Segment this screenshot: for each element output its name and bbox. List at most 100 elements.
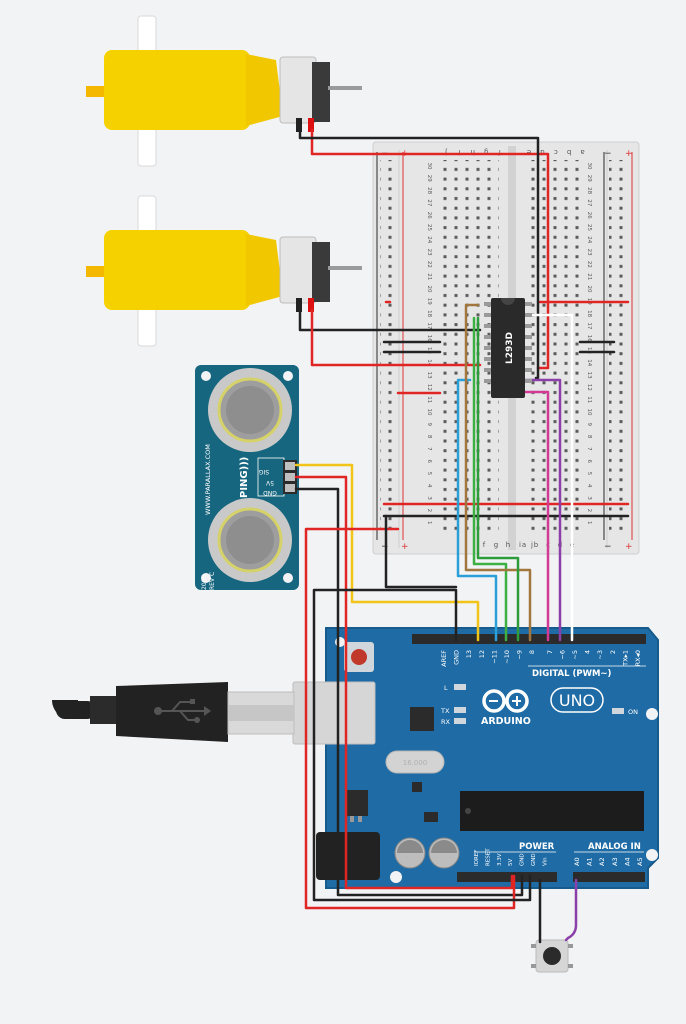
l293d-chip[interactable]: L293D [484, 298, 532, 398]
row-label-left-28: 28 [426, 187, 432, 194]
row-label-right-13: 13 [586, 372, 592, 379]
row-label-right-29: 29 [586, 175, 592, 182]
wire-motor2-red [310, 308, 482, 367]
led-on [612, 708, 624, 714]
col-label-bottom-g: g [494, 541, 498, 549]
row-label-left-12: 12 [426, 384, 432, 391]
digital-pin-label: 4 [584, 650, 592, 654]
led-label-tx: TX [440, 707, 450, 715]
row-label-right-3: 3 [586, 496, 592, 500]
row-label-right-5: 5 [586, 472, 592, 476]
col-label-bottom-j: j [530, 541, 533, 549]
wire-sensor-gnd [294, 487, 524, 897]
atmega-chip [460, 791, 644, 831]
led-label-on: ON [628, 708, 638, 716]
row-label-right-21: 21 [586, 273, 592, 280]
digital-pin-label: AREF [440, 650, 448, 667]
breadboard-rail-left [380, 160, 399, 534]
col-label-top-f: f [498, 148, 501, 156]
led-label-l: L [444, 684, 448, 692]
ultrasonic-sensor[interactable]: WWW.PARALLAX.COM PING))) 2005 REV C SIG … [195, 365, 299, 590]
led-rx [454, 718, 466, 724]
col-label-bottom-f: f [483, 541, 486, 549]
row-label-left-5: 5 [426, 472, 432, 476]
crystal [385, 750, 445, 774]
led-label-rx: RX [441, 718, 451, 726]
row-label-left-24: 24 [426, 236, 432, 243]
row-label-right-11: 11 [586, 396, 592, 403]
arduino-brand: ARDUINO [481, 716, 531, 727]
analog-pin-label: A5 [636, 857, 644, 866]
sensor-model: PING))) [239, 457, 250, 498]
row-label-left-23: 23 [426, 249, 432, 256]
wire-button-a0 [564, 878, 578, 942]
digital-pin-label: 8 [528, 650, 536, 654]
row-label-right-2: 2 [586, 509, 592, 513]
row-label-left-21: 21 [426, 273, 432, 280]
power-pin-label: Vin [542, 857, 548, 866]
reset-button[interactable] [351, 649, 367, 665]
wire-pin5-white [522, 313, 574, 642]
row-label-left-1: 1 [426, 521, 432, 525]
power-pin-label: GND [520, 853, 526, 866]
push-button[interactable] [531, 939, 573, 973]
row-label-right-1: 1 [586, 521, 592, 525]
digital-pin-label: ~5 [571, 650, 579, 660]
wire-motor1-red [310, 128, 550, 370]
row-label-left-4: 4 [426, 484, 432, 488]
sensor-year: 2005 [201, 575, 208, 590]
usb-chip [410, 707, 434, 731]
wire-pin8-brown [464, 303, 532, 642]
analog-pin-label: A3 [611, 857, 619, 866]
digital-pin-label: 12 [478, 650, 486, 658]
row-label-right-25: 25 [586, 224, 592, 231]
dc-motor-top[interactable] [86, 15, 362, 167]
power-header[interactable] [457, 872, 557, 882]
row-label-left-17: 17 [426, 322, 432, 329]
row-label-left-2: 2 [426, 509, 432, 513]
row-label-left-10: 10 [426, 409, 432, 416]
power-label: POWER [519, 842, 555, 852]
row-label-left-8: 8 [426, 435, 432, 439]
dc-motor-bottom[interactable] [86, 195, 362, 347]
row-label-left-16: 16 [426, 335, 432, 342]
analog-pin-label: A1 [586, 857, 594, 866]
wire-gnd-breadboard [384, 514, 458, 589]
digital-pin-label: ~3 [596, 650, 604, 660]
wire-5v-to-rail [304, 527, 516, 910]
row-label-right-27: 27 [586, 199, 592, 206]
wire-motor1-black [298, 128, 540, 380]
digital-pin-label: GND [453, 650, 461, 665]
power-pin-label: IOREF [474, 850, 480, 866]
power-pin-label: GND [531, 853, 537, 866]
row-label-left-22: 22 [426, 261, 432, 268]
digital-pin-label: ~10 [503, 650, 511, 664]
digital-pin-label: ~9 [516, 650, 524, 660]
sensor-transducer-top [208, 368, 292, 452]
analog-pin-label: A4 [623, 857, 631, 866]
col-label-top-j: j [445, 148, 448, 156]
col-label-top-d: d [540, 148, 544, 156]
digital-pin-label: RX◂0 [634, 650, 642, 666]
analog-label: ANALOG IN [588, 842, 641, 852]
sensor-pin-5v: 5V [265, 479, 274, 486]
row-label-right-9: 9 [586, 423, 592, 427]
digital-pin-label: ~6 [558, 650, 566, 660]
row-label-left-30: 30 [426, 163, 432, 170]
row-label-right-17: 17 [586, 322, 592, 329]
row-label-right-7: 7 [586, 447, 592, 451]
rail-minus-right-bottom: − [604, 542, 612, 552]
row-label-left-25: 25 [426, 224, 432, 231]
row-label-right-30: 30 [586, 163, 592, 170]
arduino-model: UNO [559, 691, 595, 710]
power-pin-label: 3.3V [497, 853, 503, 866]
analog-header[interactable] [573, 872, 645, 882]
row-label-left-15: 15 [426, 347, 432, 354]
row-label-left-6: 6 [426, 459, 432, 463]
sensor-brand: WWW.PARALLAX.COM [204, 444, 212, 515]
